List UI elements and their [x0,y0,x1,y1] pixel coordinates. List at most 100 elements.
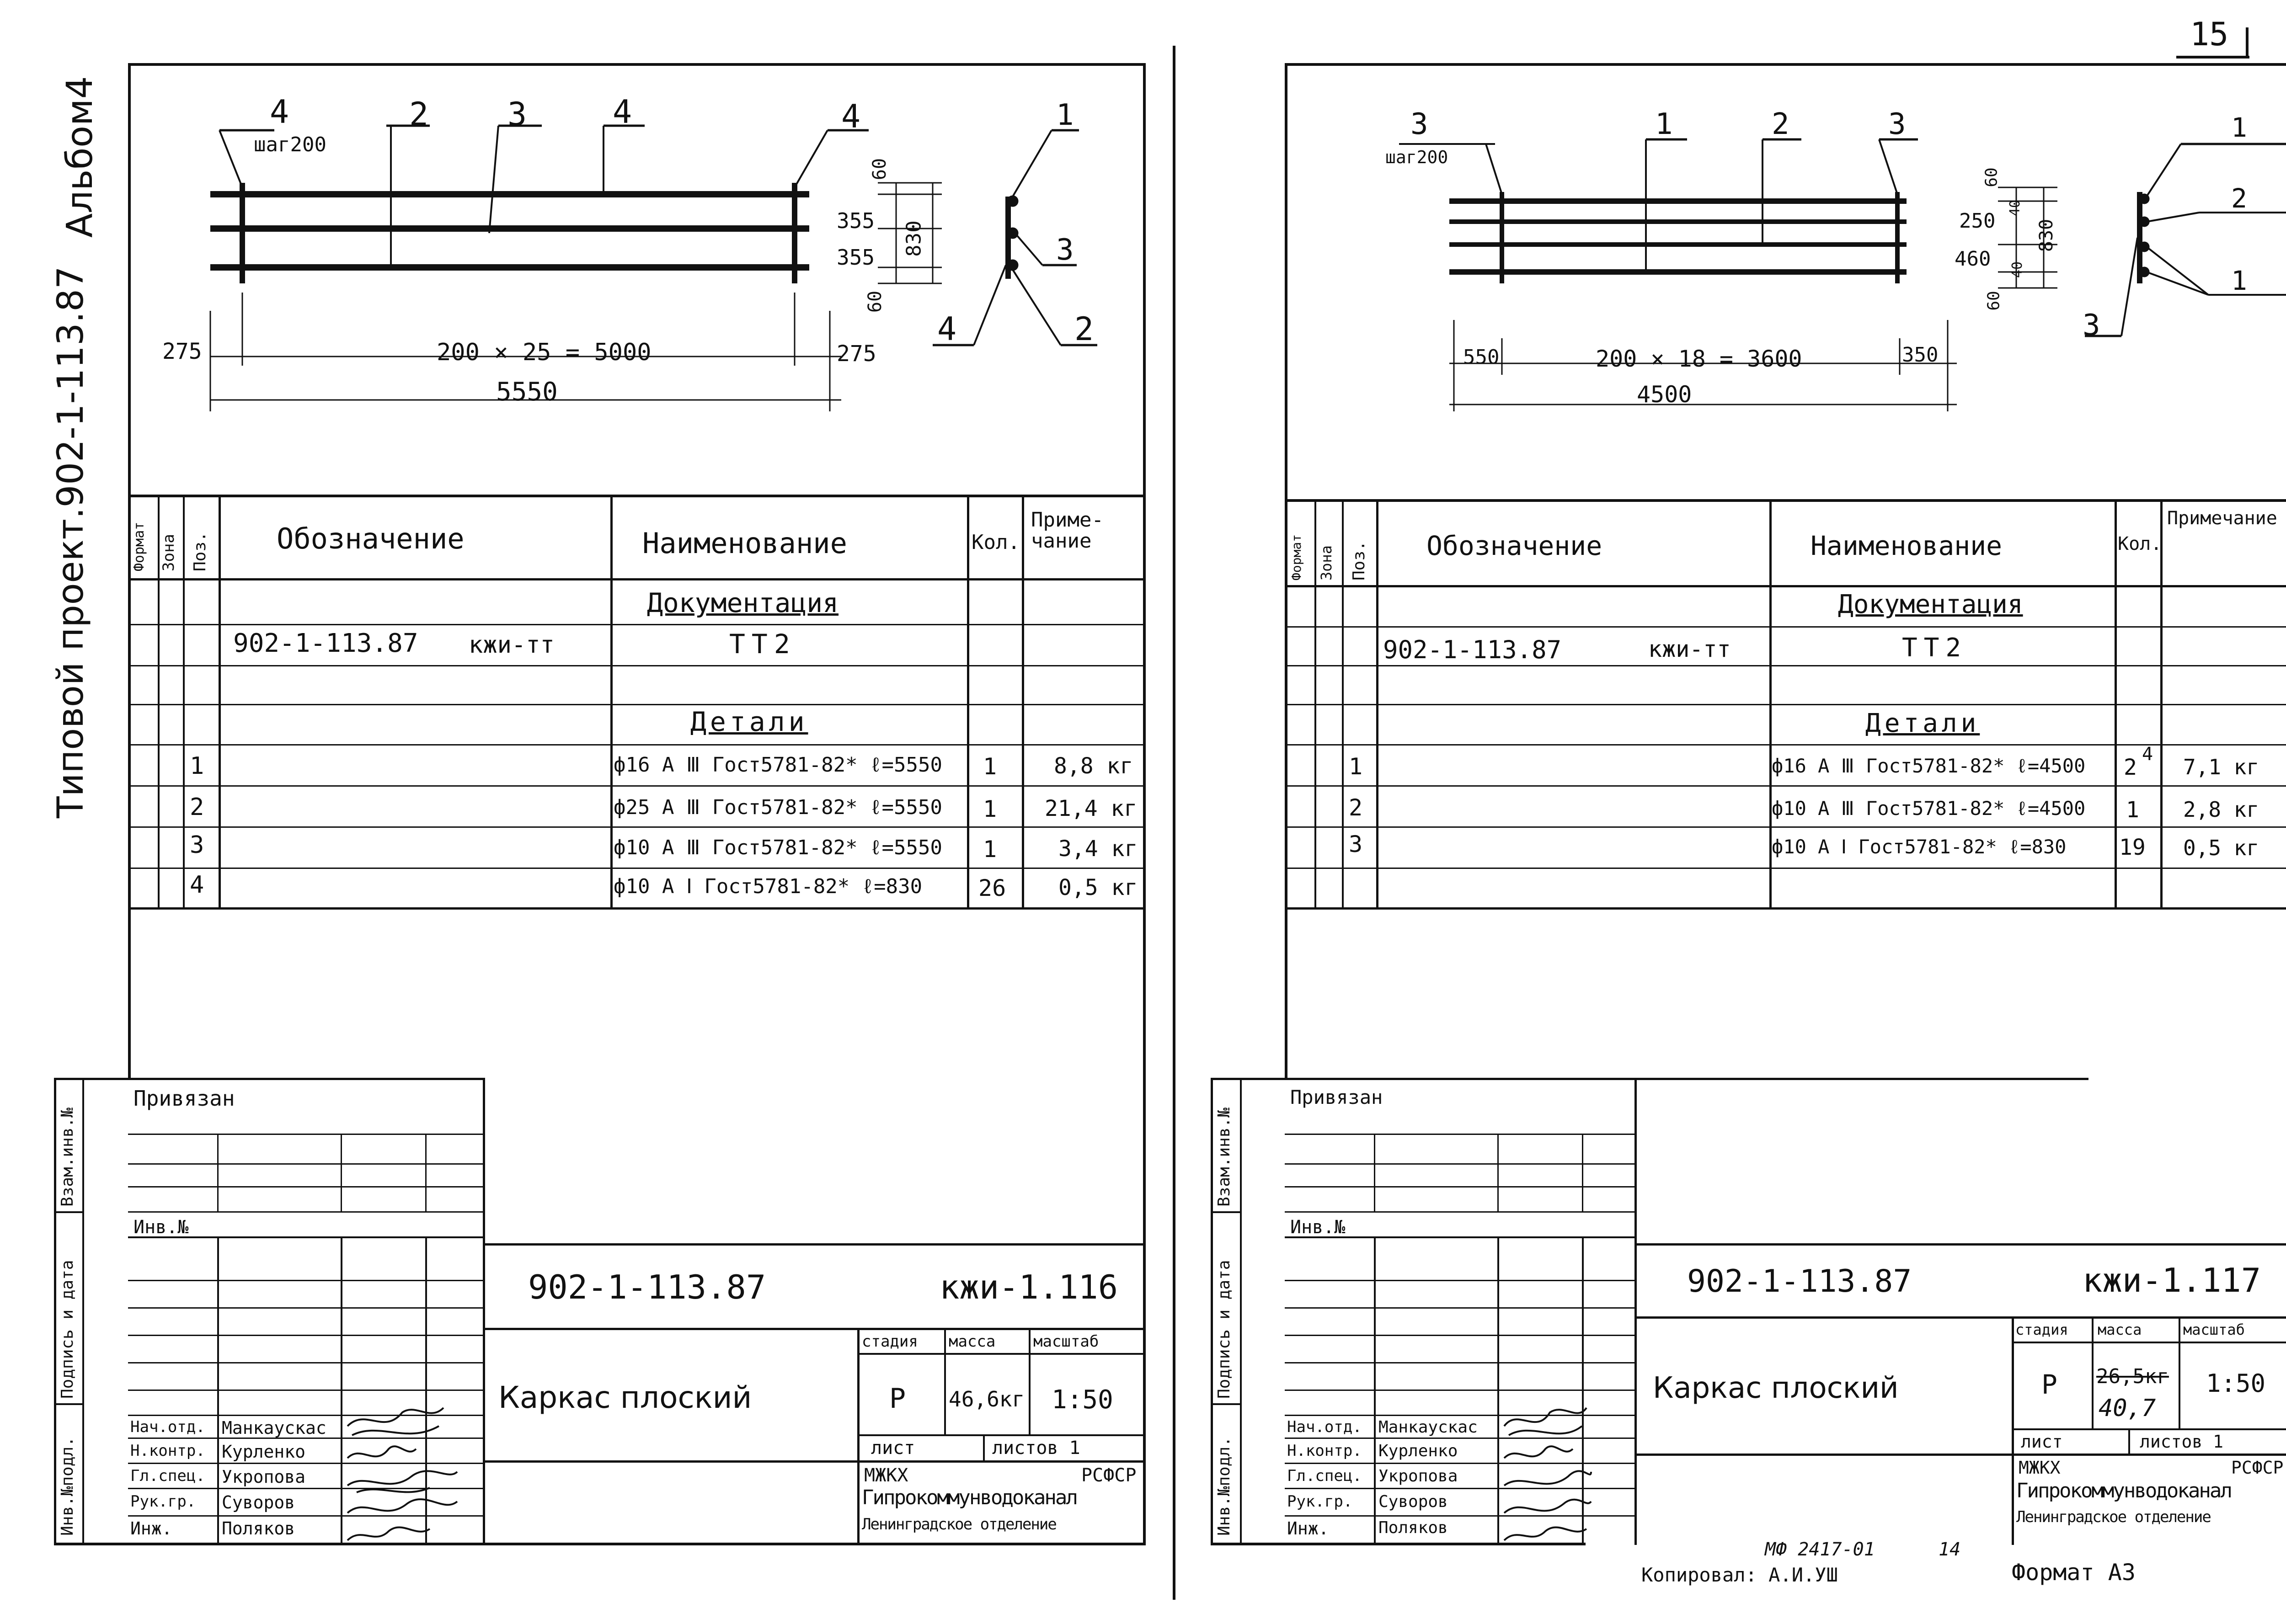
staff-role: Рук.гр. [1287,1492,1353,1511]
row-pos: 2 [190,793,204,821]
org-line2: РСФСР [2231,1458,2284,1478]
section-2: 2 [1074,310,1094,348]
staff-name: Поляков [222,1518,295,1539]
doc-suffix: кжи-тт [1648,636,1731,662]
org-line4: Ленинградское отделение [862,1515,1057,1533]
callout-1: 1 [1655,107,1673,141]
staff-name: Манкаускас [1378,1418,1478,1437]
staff-role: Инж. [130,1518,172,1539]
dim-total: 4500 [1637,381,1692,408]
dim-830: 830 [2036,218,2057,252]
staff-name: Суворов [1378,1492,1448,1511]
qty-correction: 4 [2142,744,2153,765]
mass-label: масса [2098,1321,2142,1338]
title-tb: Каркас плоский [498,1380,752,1415]
stage-label: стадия [862,1332,918,1351]
row-pos: 1 [1349,753,1363,780]
dim-350: 350 [1902,343,1939,367]
org-line4: Ленинградское отделение [2016,1508,2211,1526]
row-pos: 3 [190,831,204,859]
section-docs: Документация [647,587,839,618]
sheets-label: листов 1 [2140,1432,2224,1452]
row-pos: 2 [1349,794,1363,821]
hdr-zone: Зона [1318,545,1335,580]
row-pos: 1 [190,752,204,780]
callout-3a: 3 [1410,107,1428,141]
hdr-name: Наименование [1811,530,2003,561]
section-3: 3 [1056,233,1074,267]
row-qty: 2 [2124,755,2137,780]
dim-mid: 200 × 25 = 5000 [437,339,652,366]
privyazan-label: Привязан [134,1086,235,1111]
staff-role: Инж. [1287,1518,1329,1539]
row-note: 0,5 кг [2183,836,2259,860]
footer-num: 14 [1939,1539,1961,1560]
callout-4a: 4 [270,93,289,131]
callout-2: 2 [1772,107,1789,141]
row-pos: 4 [190,871,204,899]
mass-value: 40,7 [2099,1395,2156,1422]
row-note: 0,5 кг [1058,875,1138,900]
stage-value: Р [889,1383,906,1415]
hdr-note: Приме-чание [1031,508,1104,553]
hdr-pos: Поз. [1350,541,1368,580]
left-drawing [209,124,1097,411]
staff-name: Курленко [222,1442,306,1462]
staff-role: Н.контр. [130,1442,205,1460]
scale-label: масштаб [2183,1321,2245,1338]
hdr-format: Формат [1289,534,1304,580]
staff-name: Укропова [1378,1467,1458,1486]
sheet-separator [1173,46,1175,1600]
dim-60-bot: 60 [1984,291,2003,311]
staff-role: Рук.гр. [130,1492,196,1511]
row-qty: 26 [978,875,1006,901]
row-note: 2,8 кг [2183,797,2259,822]
mass-label: масса [949,1332,996,1351]
org-line3: Гипрокоммунводоканал [862,1486,1078,1509]
mark-tb: кжи-1.116 [940,1268,1118,1306]
right-drawing [1399,138,2286,411]
row-name: ф16 А Ⅲ Гост5781-82* ℓ=4500 [1772,755,2086,777]
row-note: 21,4 кг [1045,796,1138,821]
row-note: 8,8 кг [1054,753,1133,779]
side-label-sign: Подпись и дата [1215,1260,1234,1399]
footer-mf: МФ 2417-01 [1765,1539,1875,1560]
left-signatures [347,1407,458,1541]
org-line3: Гипрокоммунводоканал [2016,1479,2233,1502]
section-4: 4 [937,310,957,348]
staff-role: Гл.спец. [130,1467,205,1485]
scale-value: 1:50 [2206,1369,2266,1398]
callout-2: 2 [409,96,429,133]
mark-tb: кжи-1.117 [2083,1261,2261,1299]
section-3: 3 [2083,309,2100,342]
sheet-label: лист [2021,1432,2063,1452]
staff-name: Укропова [222,1467,306,1487]
mass-struck: 26,5кг [2096,1365,2169,1388]
hdr-designation: Обозначение [1426,530,1602,561]
dim-355a: 355 [837,208,875,233]
row-note: 7,1 кг [2183,755,2259,779]
dim-total: 5550 [496,377,558,407]
staff-role: Нач.отд. [130,1418,205,1436]
inv-no-label: Инв.№ [134,1217,189,1238]
row-qty: 1 [2126,797,2139,823]
dim-60-top: 60 [1982,167,2001,187]
stage-value: Р [2041,1369,2057,1400]
row-qty: 1 [983,836,997,863]
staff-name: Поляков [1378,1518,1448,1537]
page-number: 15 [2190,16,2229,53]
section-1: 1 [1056,98,1074,132]
row-name: ф10 А Ⅲ Гост5781-82* ℓ=5550 [614,836,942,859]
org-line1: МЖКХ [864,1465,908,1486]
left-sheet: 4 2 3 4 4 шаг200 275 275 200 × 25 = 5000… [54,63,1146,1545]
hdr-designation: Обозначение [277,522,465,555]
sheets-label: листов 1 [992,1438,1080,1459]
doc-name: ТТ2 [729,628,796,660]
callout-3: 3 [507,96,527,133]
dim-40a: 40 [2007,199,2024,217]
doc-code: 902-1-113.87 [1383,635,1562,664]
staff-name: Курленко [1378,1442,1458,1460]
side-label-vzam: Взам.инв.№ [1215,1108,1234,1207]
sheet-label: лист [871,1438,915,1459]
footer-format: Формат А3 [2012,1559,2136,1586]
